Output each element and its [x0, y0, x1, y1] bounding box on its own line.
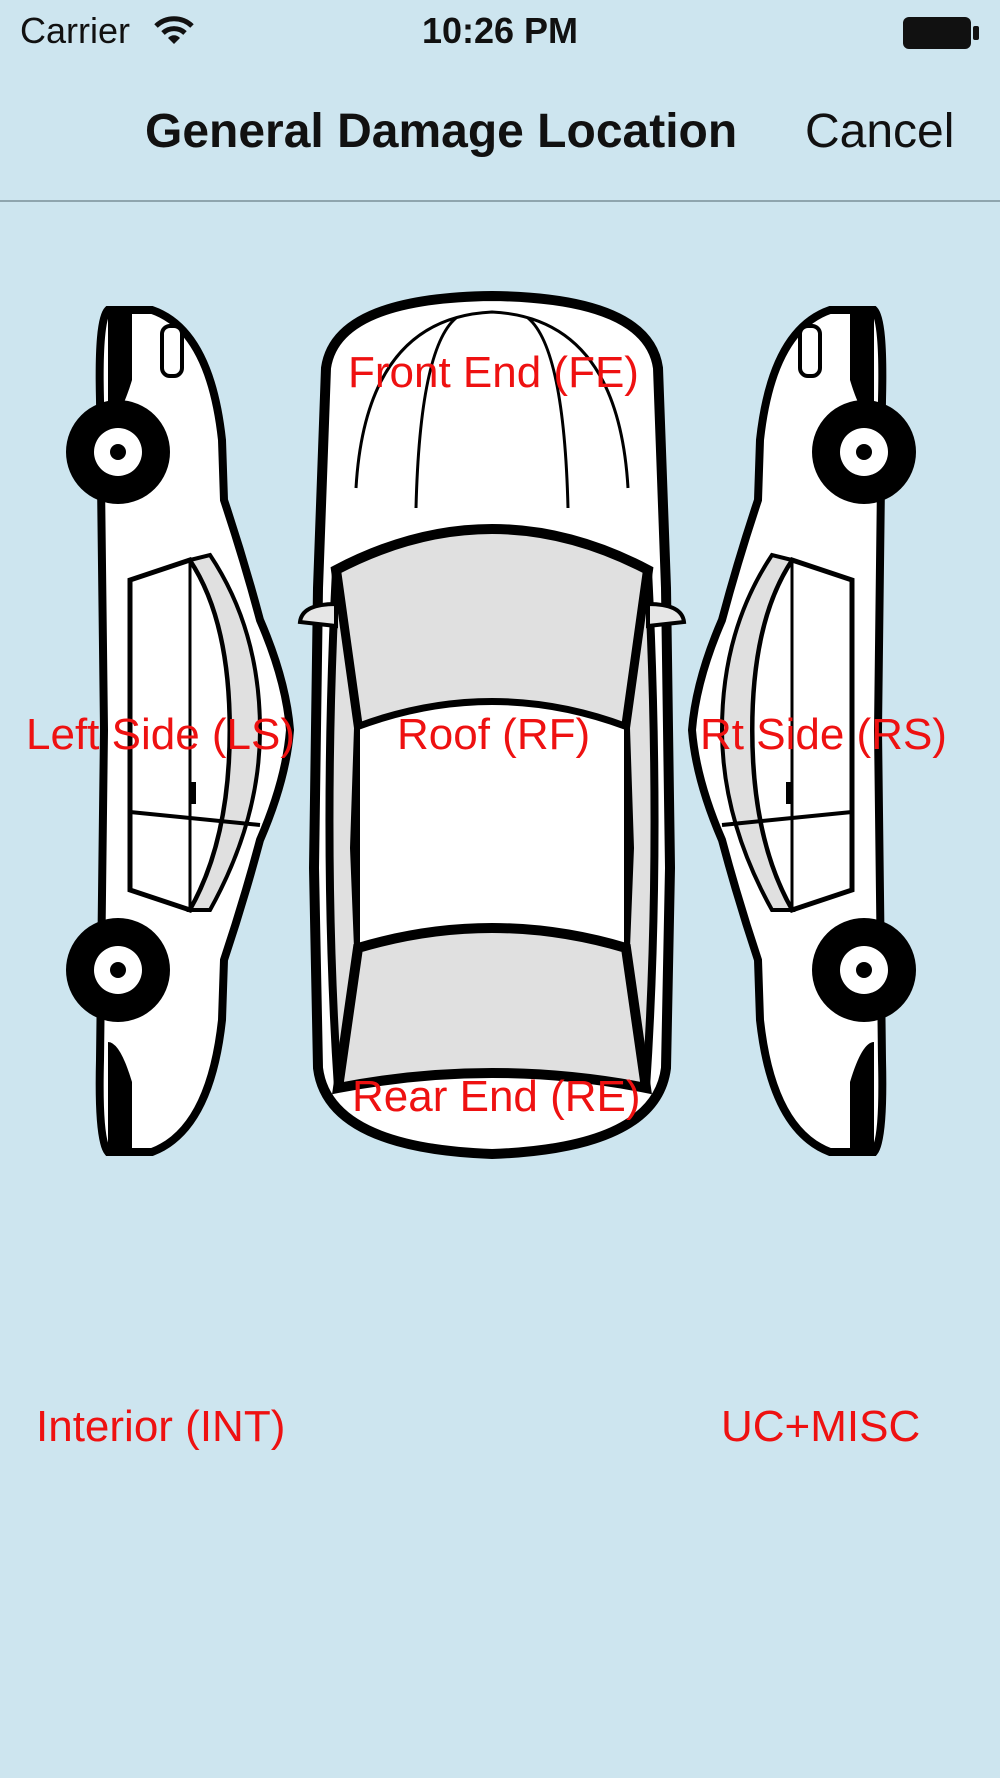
interior-zone-button[interactable]: Interior (INT) — [36, 1402, 286, 1451]
left-side-car-image[interactable] — [60, 300, 300, 1162]
cancel-button[interactable]: Cancel — [805, 105, 955, 158]
top-view-car-image[interactable] — [296, 288, 688, 1162]
right-side-zone-button[interactable]: Rt Side (RS) — [700, 710, 947, 759]
page-title: General Damage Location — [145, 105, 738, 158]
carrier-label: Carrier — [20, 10, 131, 51]
roof-zone-button[interactable]: Roof (RF) — [397, 710, 591, 759]
right-side-car-image[interactable] — [682, 300, 922, 1162]
uc-misc-zone-button[interactable]: UC+MISC — [721, 1402, 921, 1451]
status-bar: Carrier 10:26 PM — [0, 0, 1000, 64]
battery-icon — [903, 17, 979, 49]
front-end-zone-button[interactable]: Front End (FE) — [348, 348, 639, 397]
rear-end-zone-button[interactable]: Rear End (RE) — [352, 1072, 641, 1121]
navigation-bar: General Damage Location Cancel — [0, 64, 1000, 202]
left-side-zone-button[interactable]: Left Side (LS) — [26, 710, 296, 759]
clock: 10:26 PM — [421, 10, 579, 51]
wifi-icon — [154, 16, 194, 44]
